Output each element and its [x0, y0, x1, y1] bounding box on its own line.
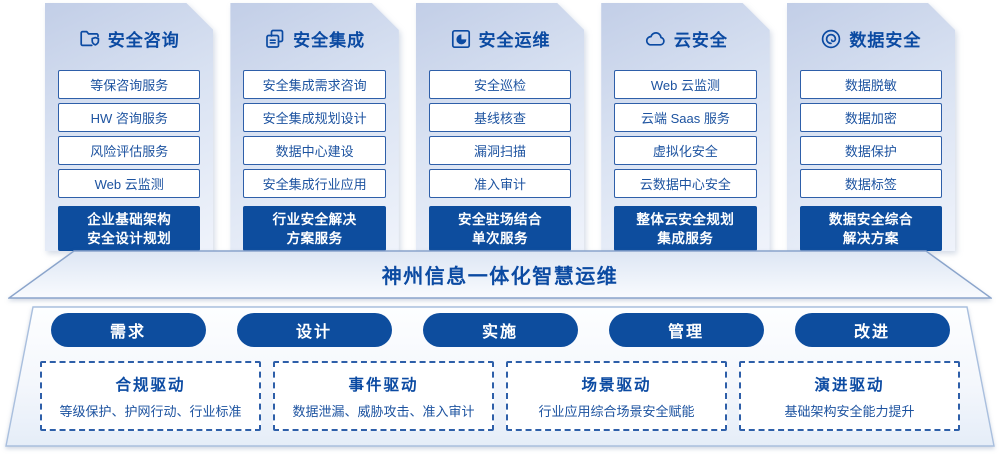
highlight-line: 集成服务	[657, 230, 714, 246]
documents-icon	[264, 28, 286, 50]
highlight-line: 安全驻场结合	[458, 211, 543, 227]
driver-desc: 数据泄漏、威胁攻击、准入审计	[292, 404, 475, 419]
driver-title: 合规驱动	[115, 377, 186, 394]
banner-title: 神州信息一体化智慧运维	[381, 266, 619, 288]
service-item: 云数据中心安全	[614, 169, 756, 198]
card-items: 数据脱敏 数据加密 数据保护 数据标签	[800, 70, 942, 198]
process-step-requirements: 需求	[50, 313, 206, 347]
service-item: 数据标签	[800, 169, 942, 198]
driver-incident: 事件驱动 数据泄漏、威胁攻击、准入审计	[273, 361, 494, 431]
process-steps-row: 需求 设计 实施 管理 改进	[0, 313, 1000, 347]
card-items: 等保咨询服务 HW 咨询服务 风险评估服务 Web 云监测	[58, 70, 200, 198]
highlight-line: 方案服务	[286, 230, 343, 246]
card-header: 安全咨询	[58, 26, 200, 51]
card-items: 安全巡检 基线核查 漏洞扫描 准入审计	[429, 70, 571, 198]
service-item: 基线核查	[429, 103, 571, 132]
service-item: 数据加密	[800, 103, 942, 132]
service-item: 等保咨询服务	[58, 70, 200, 99]
driver-desc: 等级保护、护网行动、行业标准	[59, 404, 242, 419]
driver-title: 事件驱动	[348, 377, 419, 394]
card-security-integration: 安全集成 安全集成需求咨询 安全集成规划设计 数据中心建设 安全集成行业应用 行…	[230, 3, 398, 251]
card-title: 安全集成	[293, 31, 366, 50]
service-item: 虚拟化安全	[614, 136, 756, 165]
card-header: 数据安全	[800, 26, 942, 51]
folder-shield-icon	[79, 28, 101, 50]
driver-title: 场景驱动	[581, 377, 652, 394]
highlight-line: 企业基础架构	[87, 211, 172, 227]
card-title: 安全咨询	[107, 31, 180, 50]
driver-scenario: 场景驱动 行业应用综合场景安全赋能	[506, 361, 727, 431]
card-title: 数据安全	[849, 31, 922, 50]
highlight-line: 安全设计规划	[87, 230, 172, 246]
highlight-box: 整体云安全规划 集成服务	[614, 206, 756, 251]
highlight-line: 解决方案	[842, 230, 899, 246]
service-cards-row: 安全咨询 等保咨询服务 HW 咨询服务 风险评估服务 Web 云监测 企业基础架…	[45, 3, 955, 251]
service-item: 安全集成需求咨询	[243, 70, 385, 99]
service-item: 漏洞扫描	[429, 136, 571, 165]
service-item: Web 云监测	[614, 70, 756, 99]
process-step-improvement: 改进	[794, 313, 950, 347]
drivers-row: 合规驱动 等级保护、护网行动、行业标准 事件驱动 数据泄漏、威胁攻击、准入审计 …	[0, 361, 1000, 431]
service-item: 数据保护	[800, 136, 942, 165]
card-header: 安全运维	[429, 26, 571, 51]
card-security-consulting: 安全咨询 等保咨询服务 HW 咨询服务 风险评估服务 Web 云监测 企业基础架…	[45, 3, 213, 251]
driver-desc: 基础架构安全能力提升	[784, 404, 915, 419]
service-item: 安全巡检	[429, 70, 571, 99]
folder-pie-icon	[450, 28, 472, 50]
service-item: 安全集成行业应用	[243, 169, 385, 198]
driver-title: 演进驱动	[814, 377, 885, 394]
highlight-box: 数据安全综合 解决方案	[800, 206, 942, 251]
driver-evolution: 演进驱动 基础架构安全能力提升	[739, 361, 960, 431]
highlight-line: 行业安全解决	[272, 211, 357, 227]
service-item: Web 云监测	[58, 169, 200, 198]
process-step-design: 设计	[236, 313, 392, 347]
highlight-line: 整体云安全规划	[636, 211, 735, 227]
highlight-box: 安全驻场结合 单次服务	[429, 206, 571, 251]
cloud-icon	[643, 28, 667, 50]
highlight-line: 单次服务	[472, 230, 529, 246]
highlight-box: 企业基础架构 安全设计规划	[58, 206, 200, 251]
card-header: 云安全	[614, 26, 756, 51]
service-item: HW 咨询服务	[58, 103, 200, 132]
banner-trapezoid	[8, 250, 992, 299]
card-items: Web 云监测 云端 Saas 服务 虚拟化安全 云数据中心安全	[614, 70, 756, 198]
card-items: 安全集成需求咨询 安全集成规划设计 数据中心建设 安全集成行业应用	[243, 70, 385, 198]
driver-compliance: 合规驱动 等级保护、护网行动、行业标准	[40, 361, 261, 431]
service-item: 云端 Saas 服务	[614, 103, 756, 132]
card-security-operations: 安全运维 安全巡检 基线核查 漏洞扫描 准入审计 安全驻场结合 单次服务	[416, 3, 584, 251]
card-data-security: 数据安全 数据脱敏 数据加密 数据保护 数据标签 数据安全综合 解决方案	[787, 3, 955, 251]
card-cloud-security: 云安全 Web 云监测 云端 Saas 服务 虚拟化安全 云数据中心安全 整体云…	[601, 3, 769, 251]
driver-desc: 行业应用综合场景安全赋能	[538, 404, 695, 419]
service-item: 数据脱敏	[800, 70, 942, 99]
card-title: 安全运维	[478, 31, 551, 50]
card-header: 安全集成	[243, 26, 385, 51]
fingerprint-icon	[820, 28, 842, 50]
process-step-implementation: 实施	[422, 313, 578, 347]
card-title: 云安全	[673, 31, 728, 50]
service-item: 数据中心建设	[243, 136, 385, 165]
highlight-line: 数据安全综合	[828, 211, 913, 227]
service-item: 准入审计	[429, 169, 571, 198]
service-item: 风险评估服务	[58, 136, 200, 165]
process-step-management: 管理	[608, 313, 764, 347]
highlight-box: 行业安全解决 方案服务	[243, 206, 385, 251]
service-item: 安全集成规划设计	[243, 103, 385, 132]
